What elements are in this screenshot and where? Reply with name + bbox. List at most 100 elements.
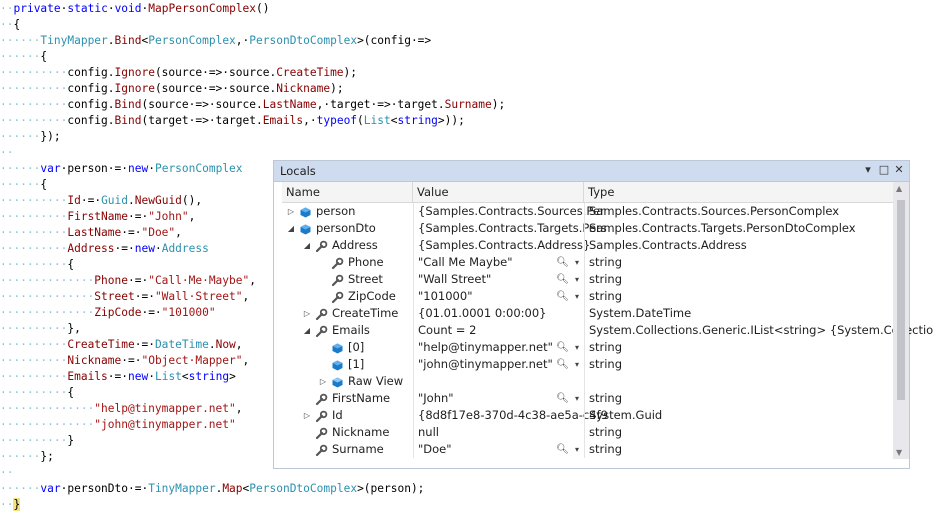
- collapsed-arrow-icon[interactable]: ▷: [303, 411, 311, 420]
- local-value[interactable]: Count = 2: [418, 323, 477, 337]
- value-cell[interactable]: {Samples.Contracts.Targets.Pers: [413, 220, 607, 237]
- magnifier-icon[interactable]: 🔍︎: [556, 444, 569, 455]
- visualizer-dropdown-icon[interactable]: ▾: [574, 275, 579, 284]
- visualizer-dropdown-icon[interactable]: ▾: [574, 394, 579, 403]
- local-value[interactable]: "john@tinymapper.net": [418, 357, 553, 371]
- local-value[interactable]: {Samples.Contracts.Address}: [418, 238, 591, 252]
- value-cell[interactable]: [413, 373, 583, 390]
- code-line[interactable]: ··········CreateTime·=·DateTime.Now,: [0, 337, 243, 353]
- locals-row[interactable]: Street"Wall Street"🔍︎▾string: [282, 271, 894, 288]
- code-line[interactable]: ··········config.Ignore(source·=>·source…: [0, 65, 357, 81]
- code-line[interactable]: ······{: [0, 49, 47, 65]
- magnifier-icon[interactable]: 🔍︎: [556, 274, 569, 285]
- column-header-value[interactable]: Value: [413, 182, 584, 202]
- code-line[interactable]: ··········FirstName·=·"John",: [0, 209, 195, 225]
- magnifier-icon[interactable]: 🔍︎: [556, 342, 569, 353]
- code-line[interactable]: ··········Id·=·Guid.NewGuid(),: [0, 193, 202, 209]
- locals-window[interactable]: Locals ▾ □ ✕ Name Value Type ▷person{Sam…: [273, 160, 933, 469]
- code-line[interactable]: ······};: [0, 449, 54, 465]
- local-value[interactable]: "101000": [418, 289, 473, 303]
- value-cell[interactable]: "john@tinymapper.net"🔍︎▾: [413, 356, 583, 373]
- local-value[interactable]: "Doe": [418, 442, 452, 456]
- local-value[interactable]: "John": [418, 391, 454, 405]
- value-cell[interactable]: {8d8f17e8-370d-4c38-ae5a-c4f9: [413, 407, 608, 424]
- code-line[interactable]: ······var·personDto·=·TinyMapper.Map<Per…: [0, 481, 424, 497]
- column-header-name[interactable]: Name: [282, 182, 413, 202]
- code-line[interactable]: ··{: [0, 17, 20, 33]
- locals-titlebar[interactable]: Locals ▾ □ ✕: [274, 161, 909, 182]
- dropdown-icon[interactable]: ▾: [865, 163, 871, 176]
- expanded-arrow-icon[interactable]: ◢: [303, 326, 311, 335]
- value-cell[interactable]: "help@tinymapper.net"🔍︎ ▾: [413, 339, 583, 356]
- local-value[interactable]: {01.01.0001 0:00:00}: [418, 306, 547, 320]
- scroll-down-icon[interactable]: ▼: [896, 448, 903, 457]
- visualizer-dropdown-icon[interactable]: ▾: [574, 258, 579, 267]
- code-line[interactable]: ··········{: [0, 257, 74, 273]
- value-cell[interactable]: "John"🔍︎▾: [413, 390, 583, 407]
- code-line[interactable]: ··}: [0, 497, 21, 513]
- visualizer-dropdown-icon[interactable]: ▾: [574, 292, 579, 301]
- expanded-arrow-icon[interactable]: ◢: [303, 241, 311, 250]
- code-line[interactable]: ······var·person·=·new·PersonComplex: [0, 161, 243, 177]
- value-cell[interactable]: {01.01.0001 0:00:00}: [413, 305, 583, 322]
- local-value[interactable]: {Samples.Contracts.Targets.Pers: [418, 221, 607, 235]
- column-header-type[interactable]: Type: [588, 185, 615, 199]
- code-line[interactable]: ······});: [0, 129, 61, 145]
- local-value[interactable]: null: [418, 425, 439, 439]
- visualizer-dropdown-icon[interactable]: ▾: [574, 343, 579, 352]
- local-value[interactable]: {Samples.Contracts.Sources.Per: [418, 204, 605, 218]
- code-line[interactable]: ··········config.Bind(target·=>·target.E…: [0, 113, 465, 129]
- code-line[interactable]: ··············Street·=·"Wall·Street",: [0, 289, 249, 305]
- value-cell[interactable]: null: [413, 424, 583, 441]
- locals-row[interactable]: Surname"Doe"🔍︎▾string: [282, 441, 894, 458]
- code-line[interactable]: ··private·static·void·MapPersonComplex(): [0, 1, 270, 17]
- code-line[interactable]: ··: [0, 465, 13, 481]
- value-cell[interactable]: "101000" 🔍︎ ▾: [413, 288, 583, 305]
- code-line[interactable]: ··········config.Ignore(source·=>·source…: [0, 81, 344, 97]
- local-value[interactable]: "Call Me Maybe": [418, 255, 513, 269]
- locals-row[interactable]: [1]"john@tinymapper.net"🔍︎▾string: [282, 356, 894, 373]
- locals-row[interactable]: FirstName"John"🔍︎▾string: [282, 390, 894, 407]
- magnifier-icon[interactable]: 🔍︎: [556, 291, 569, 302]
- magnifier-icon[interactable]: 🔍︎: [556, 257, 569, 268]
- locals-row[interactable]: ZipCode"101000"🔍︎▾string: [282, 288, 894, 305]
- locals-row[interactable]: ◢personDto{Samples.Contracts.Targets.Per…: [282, 220, 894, 237]
- code-line[interactable]: ··········config.Bind(source·=>·source.L…: [0, 97, 505, 113]
- value-cell[interactable]: "Doe" 🔍︎ ▾: [413, 441, 583, 458]
- local-value[interactable]: "Wall Street": [418, 272, 492, 286]
- collapsed-arrow-icon[interactable]: ▷: [287, 207, 295, 216]
- locals-row[interactable]: ▷CreateTime{01.01.0001 0:00:00}System.Da…: [282, 305, 894, 322]
- locals-row[interactable]: ◢Address{Samples.Contracts.Address}Sampl…: [282, 237, 894, 254]
- code-line[interactable]: ··········{: [0, 385, 74, 401]
- locals-row[interactable]: [0]"help@tinymapper.net"🔍︎▾string: [282, 339, 894, 356]
- value-cell[interactable]: "Call Me Maybe" 🔍︎ ▾: [413, 254, 583, 271]
- code-line[interactable]: ··············"john@tinymapper.net": [0, 417, 236, 433]
- expanded-arrow-icon[interactable]: ◢: [287, 224, 295, 233]
- code-line[interactable]: ··········},: [0, 321, 81, 337]
- code-line[interactable]: ··: [0, 145, 13, 161]
- horizontal-scrollbar[interactable]: [274, 458, 893, 468]
- locals-row[interactable]: ▷Raw View: [282, 373, 894, 390]
- code-line[interactable]: ··········}: [0, 433, 74, 449]
- code-line[interactable]: ··············"help@tinymapper.net",: [0, 401, 243, 417]
- collapsed-arrow-icon[interactable]: ▷: [319, 377, 327, 386]
- local-value[interactable]: "help@tinymapper.net": [418, 340, 553, 354]
- value-cell[interactable]: "Wall Street" 🔍︎ ▾: [413, 271, 583, 288]
- scroll-thumb[interactable]: [897, 200, 905, 400]
- maximize-icon[interactable]: □: [878, 163, 890, 176]
- locals-row[interactable]: Phone"Call Me Maybe"🔍︎▾string: [282, 254, 894, 271]
- value-cell[interactable]: {Samples.Contracts.Address}: [413, 237, 590, 254]
- code-line[interactable]: ··············Phone·=·"Call·Me·Maybe",: [0, 273, 256, 289]
- scroll-up-icon[interactable]: ▲: [896, 184, 903, 193]
- collapsed-arrow-icon[interactable]: ▷: [303, 309, 311, 318]
- magnifier-icon[interactable]: 🔍︎: [556, 359, 569, 370]
- code-line[interactable]: ······{: [0, 177, 47, 193]
- visualizer-dropdown-icon[interactable]: ▾: [574, 445, 579, 454]
- value-cell[interactable]: {Samples.Contracts.Sources.Per: [413, 203, 605, 220]
- value-cell[interactable]: Count = 2: [413, 322, 583, 339]
